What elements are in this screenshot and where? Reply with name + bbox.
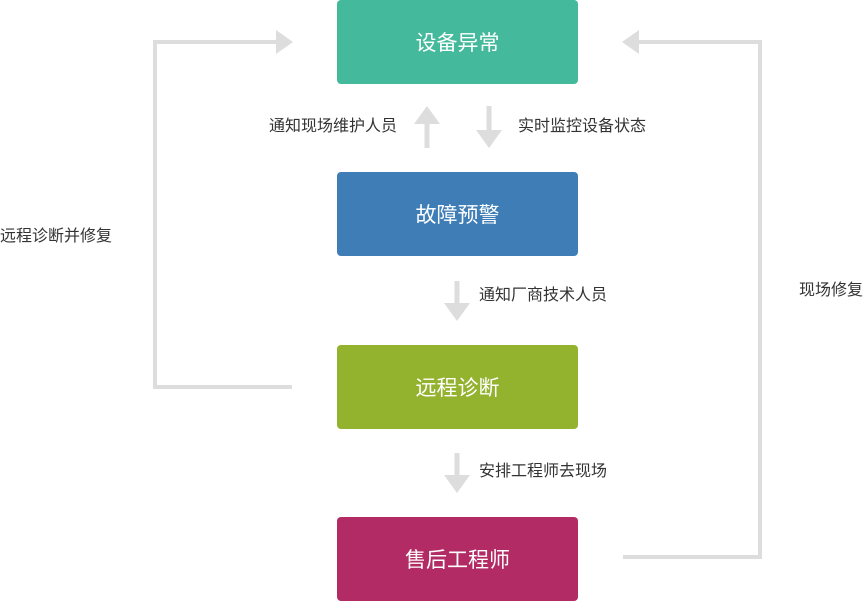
- onsite-repair-edge-label: 现场修复: [798, 280, 863, 299]
- fault-warning-node: 故障预警: [337, 172, 578, 256]
- notify-maintenance-arrowhead: [414, 106, 440, 124]
- after-sales-engineer-node: 售后工程师: [337, 517, 578, 601]
- device-abnormal-node: 设备异常: [337, 0, 578, 84]
- arrange-engineer-edge-label: 安排工程师去现场: [479, 461, 608, 480]
- remote-repair-edge-label: 远程诊断并修复: [0, 226, 113, 245]
- realtime-monitor-arrowhead: [476, 130, 502, 148]
- notify-vendor-arrowhead: [444, 303, 470, 321]
- device-abnormal-label: 设备异常: [415, 31, 500, 55]
- remote-diagnosis-node: 远程诊断: [337, 345, 578, 429]
- onsite-repair-loop-arrowhead: [622, 30, 639, 54]
- notify-maintenance-edge-label: 通知现场维护人员: [268, 116, 397, 135]
- fault-warning-label: 故障预警: [415, 203, 500, 227]
- realtime-monitor-edge-label: 实时监控设备状态: [518, 116, 647, 135]
- remote-diagnosis-label: 远程诊断: [415, 376, 500, 400]
- remote-repair-loop-line: [153, 40, 292, 389]
- notify-vendor-edge-label: 通知厂商技术人员: [479, 285, 608, 304]
- arrange-engineer-arrowhead: [444, 475, 470, 493]
- after-sales-engineer-label: 售后工程师: [405, 548, 510, 572]
- onsite-repair-loop-line: [623, 40, 762, 559]
- remote-repair-loop-arrowhead: [276, 30, 293, 54]
